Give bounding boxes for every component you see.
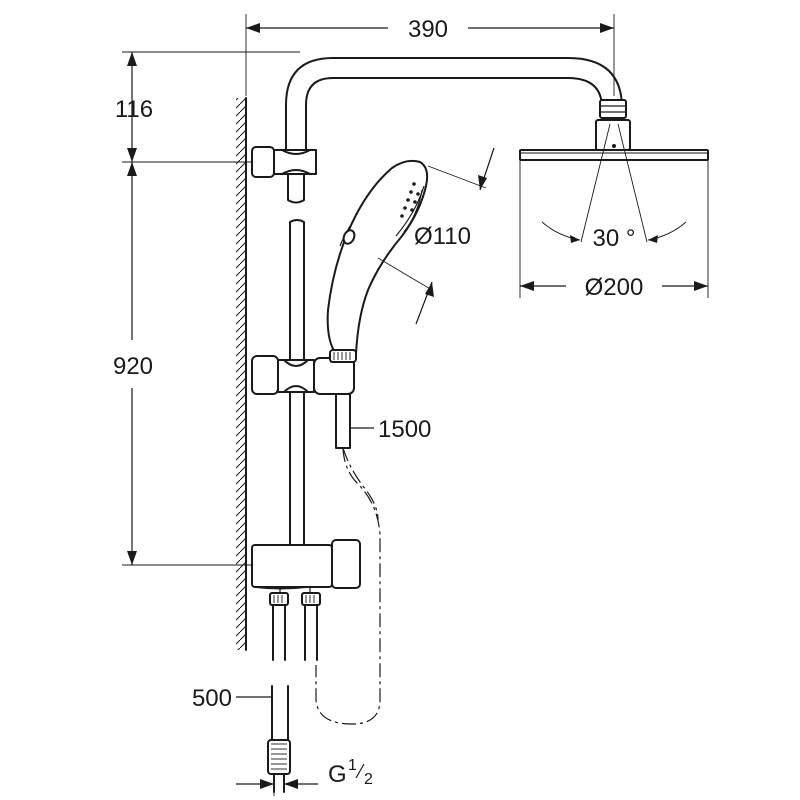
hand-shower-slider (251, 355, 355, 395)
dim-hose-length: 1500 (350, 416, 431, 443)
dim-label-500: 500 (192, 685, 232, 712)
dim-head-shower-diameter: Ø200 (520, 274, 708, 301)
dim-hand-shower-diameter: Ø110 (377, 147, 495, 325)
dim-label-920: 920 (113, 353, 153, 380)
dim-label-thread-numerator: 1 (348, 757, 357, 774)
dim-head-height: 116 (115, 52, 153, 162)
diverter-body (251, 539, 361, 597)
dim-label-hand-diameter: Ø110 (414, 223, 471, 250)
dim-thread-size: G 1 2 (236, 757, 373, 796)
top-wall-bracket (251, 146, 317, 178)
dim-label-116: 116 (115, 96, 153, 123)
dim-label-thread-denominator: 2 (364, 771, 373, 788)
connection-hoses (267, 592, 321, 793)
dim-connection-hose: 500 (192, 685, 272, 712)
shower-hose (315, 393, 381, 725)
hand-shower (326, 159, 429, 363)
dim-label-390: 390 (408, 16, 448, 43)
dim-label-head-diameter: Ø200 (585, 274, 644, 301)
dim-arm-projection: 390 (246, 16, 614, 43)
dim-label-angle: 30 ° (593, 225, 636, 252)
dim-label-1500: 1500 (378, 416, 431, 443)
shower-arm (285, 57, 623, 151)
dim-label-thread: G (328, 761, 347, 788)
hand-shower-nozzles (400, 182, 423, 233)
dim-bar-height: 920 (113, 162, 153, 565)
riser-rail (287, 169, 305, 546)
head-shower (519, 123, 709, 243)
swivel-joint (595, 99, 631, 151)
wall (236, 97, 247, 651)
